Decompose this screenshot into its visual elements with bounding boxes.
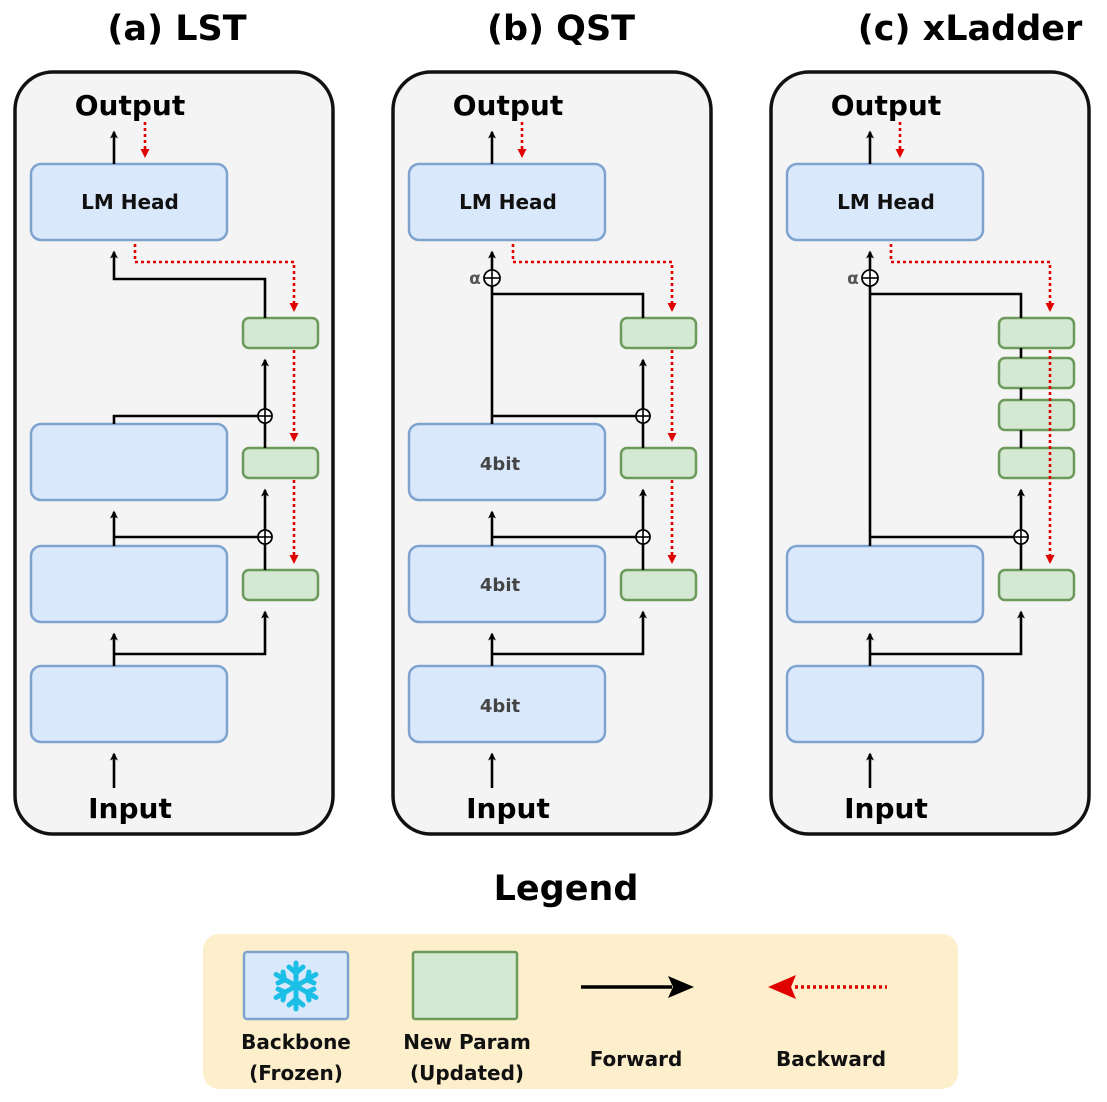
lm-head-block: [785, 162, 985, 242]
legend-forward-arrow: [581, 976, 694, 998]
panel-title: (a) LST: [107, 9, 246, 49]
forward-line: [492, 292, 645, 318]
side-block: [997, 568, 1076, 602]
forward-arrow: [114, 610, 269, 656]
backbone-block: [785, 664, 985, 744]
side-block: [241, 568, 320, 602]
plus-node: [861, 269, 879, 287]
plus-node: [635, 408, 651, 424]
panel-title: (c) xLadder: [858, 9, 1083, 49]
plus-node: [1013, 529, 1029, 545]
side-block: [997, 446, 1076, 480]
side-block: [241, 316, 320, 350]
side-block: [997, 398, 1076, 432]
legend-new-param-label-line2: (Updated): [410, 1061, 524, 1085]
lm-head-label: LM Head: [837, 190, 935, 214]
alpha-label: α: [847, 269, 859, 289]
lm-head-block: [407, 162, 607, 242]
output-label: Output: [831, 89, 941, 122]
legend-backbone-label-line2: (Frozen): [249, 1061, 343, 1085]
plus-node: [257, 529, 273, 545]
forward-line: [112, 414, 258, 424]
input-label: Input: [466, 792, 550, 825]
legend-title: Legend: [494, 869, 639, 909]
input-label: Input: [844, 792, 928, 825]
output-label: Output: [453, 89, 563, 122]
legend-new-param-label-line1: New Param: [403, 1030, 531, 1054]
backbone-block: [29, 544, 229, 624]
forward-line: [870, 292, 1023, 318]
backward-arrow: [889, 244, 1055, 312]
side-block: [619, 316, 698, 350]
lm-head-label: LM Head: [459, 190, 557, 214]
backbone-block: [29, 422, 229, 502]
input-label: Input: [88, 792, 172, 825]
panel-lst: (a) LST Output Input LM Head: [13, 9, 335, 836]
backbone-block: [785, 544, 985, 624]
output-label: Output: [75, 89, 185, 122]
legend-backward-label: Backward: [776, 1047, 886, 1071]
backbone-block: [407, 664, 607, 744]
legend-box: [203, 934, 958, 1089]
alpha-label: α: [469, 269, 481, 289]
lm-head-block: [29, 162, 229, 242]
snowflake-icon: [273, 960, 319, 1012]
legend-backward-arrow: [768, 975, 887, 999]
legend-new-param-swatch: [411, 950, 519, 1021]
panel-qst: (b) QST Output Input LM Head 4bit 4bit 4…: [391, 9, 713, 836]
panel-frame: [769, 70, 1091, 836]
backward-arrow: [133, 244, 299, 312]
lm-head-label: LM Head: [81, 190, 179, 214]
forward-arrow: [110, 250, 267, 318]
backbone-block-label: 4bit: [480, 454, 521, 475]
side-block: [997, 316, 1076, 350]
forward-arrow: [492, 610, 647, 656]
legend-backbone-label-line1: Backbone: [241, 1030, 351, 1054]
plus-node: [635, 529, 651, 545]
panel-xladder: (c) xLadder Output Input LM Head: [769, 9, 1091, 836]
legend: Legend Backbone (Frozen) New Param (Upda…: [203, 869, 958, 1089]
side-block: [997, 356, 1076, 390]
side-block: [241, 446, 320, 480]
backbone-block: [407, 422, 607, 502]
backbone-block-label: 4bit: [480, 696, 521, 717]
side-block: [619, 568, 698, 602]
backbone-block: [29, 664, 229, 744]
backbone-block: [407, 544, 607, 624]
panel-title: (b) QST: [487, 9, 635, 49]
side-block: [619, 446, 698, 480]
backbone-block-label: 4bit: [480, 575, 521, 596]
backward-arrow: [511, 244, 677, 312]
forward-arrow: [870, 610, 1025, 656]
plus-node: [483, 269, 501, 287]
plus-node: [257, 408, 273, 424]
legend-forward-label: Forward: [590, 1047, 683, 1071]
